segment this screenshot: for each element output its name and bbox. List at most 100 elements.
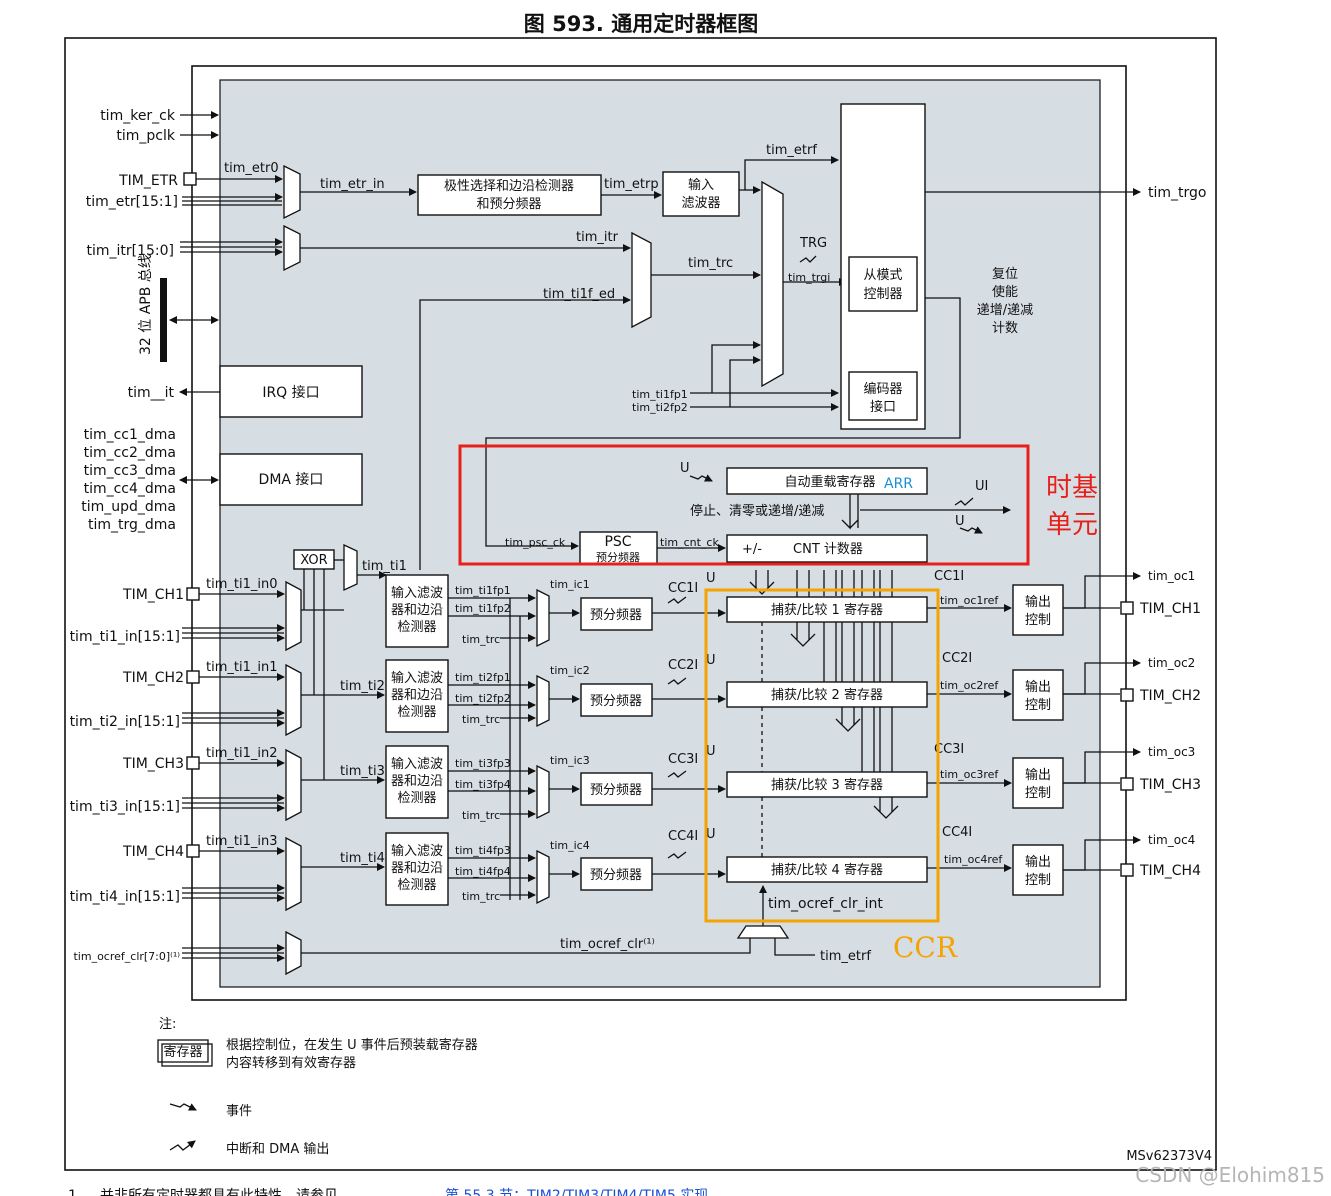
svg-text:TIM_CH2: TIM_CH2 (1139, 688, 1201, 704)
svg-text:捕获/比较 3 寄存器: 捕获/比较 3 寄存器 (771, 777, 883, 793)
svg-text:tim_ti3: tim_ti3 (340, 764, 385, 779)
slave-mode-label-1: 从模式 (863, 268, 902, 283)
timer-core-area (219, 79, 1101, 988)
slave-output-reset: 复位 (992, 267, 1018, 282)
encoder-label-1: 编码器 (863, 382, 902, 397)
svg-text:tim_trc: tim_trc (462, 890, 500, 903)
tim-itr-signal: tim_itr (576, 230, 619, 245)
stop-clear-label: 停止、清零或递增/递减 (690, 503, 824, 519)
svg-text:器和边沿: 器和边沿 (391, 688, 443, 703)
svg-text:tim_ti1_in1: tim_ti1_in1 (206, 660, 277, 675)
dma-signal-2: tim_cc2_dma (84, 445, 176, 461)
ch1-bus-label: tim_ti1_in[15:1] (70, 629, 180, 645)
psc-prescaler-block (579, 531, 658, 565)
svg-text:CC1I: CC1I (668, 581, 698, 596)
input-filter-label-1: 输入 (688, 177, 714, 193)
svg-text:tim_oc3: tim_oc3 (1148, 745, 1195, 759)
svg-text:输入滤波: 输入滤波 (391, 756, 443, 772)
input-channel-2: TIM_CH2 tim_ti1_in1 tim_ti2_in[15:1] tim… (70, 651, 1201, 737)
svg-text:tim_ti2fp2: tim_ti2fp2 (455, 692, 511, 705)
tim-ti1f-ed-label: tim_ti1f_ed (543, 287, 615, 302)
figure-title: 图 593. 通用定时器框图 (524, 12, 758, 36)
svg-text:器和边沿: 器和边沿 (391, 861, 443, 876)
apb-bus-bar (160, 278, 167, 362)
trg-interrupt-icon (799, 255, 817, 263)
legend-note: 注: (159, 1017, 176, 1032)
input-filter-label-2: 滤波器 (681, 196, 720, 211)
footnote-link[interactable]: 第 55.3 节：TIM2/TIM3/TIM4/TIM5 实现 (445, 1187, 708, 1196)
timebase-highlight (458, 444, 1030, 566)
tim-cnt-ck-label: tim_cnt_ck (660, 536, 719, 549)
irq-interface-block (219, 365, 363, 418)
ccr-highlight (704, 588, 940, 923)
tim-it-label: tim__it (128, 385, 175, 401)
svg-text:CC1I: CC1I (934, 569, 964, 584)
tim-trgo-label: tim_trgo (1148, 185, 1206, 201)
tim-ker-ck-label: tim_ker_ck (100, 108, 176, 124)
footnote-number: 1. (68, 1188, 81, 1196)
encoder-interface-block (848, 371, 918, 421)
dma-interface-block (219, 453, 363, 506)
ccr-annotation-label: CCR (893, 931, 958, 964)
arr-u-label: U (680, 461, 690, 476)
svg-text:tim_oc1: tim_oc1 (1148, 569, 1195, 583)
cnt-counter-label: CNT 计数器 (793, 542, 863, 557)
svg-text:tim_oc4: tim_oc4 (1148, 833, 1195, 847)
ocref-clr-input-label: tim_ocref_clr[7:0]⁽¹⁾ (73, 950, 180, 963)
ch1-prescaler-block (580, 597, 653, 631)
svg-text:捕获/比较 4 寄存器: 捕获/比较 4 寄存器 (771, 862, 883, 878)
legend-register-desc-1: 根据控制位，在发生 U 事件后预装载寄存器 (226, 1037, 478, 1053)
dma-signal-6: tim_trg_dma (88, 517, 176, 533)
svg-text:tim_ic3: tim_ic3 (550, 754, 590, 767)
svg-text:tim_ic4: tim_ic4 (550, 839, 590, 852)
svg-text:预分频器: 预分频器 (590, 868, 642, 883)
polarity-edge-block (417, 174, 602, 216)
enc-ti1fp1-label: tim_ti1fp1 (632, 388, 688, 401)
ti1-xor-mux (343, 543, 358, 592)
input-channel-4: TIM_CH4 tim_ti1_in3 tim_ti4_in[15:1] tim… (70, 825, 1201, 912)
svg-text:tim_ti1fp1: tim_ti1fp1 (455, 584, 511, 597)
svg-text:控制: 控制 (1025, 613, 1051, 628)
polarity-edge-label-1: 极性选择和边沿检测器 (444, 179, 574, 194)
svg-text:控制: 控制 (1025, 698, 1051, 713)
cnt-event-icon (959, 526, 983, 534)
xor-label: XOR (300, 553, 327, 568)
psc-sub-label: 预分频器 (596, 550, 640, 564)
svg-text:器和边沿: 器和边沿 (391, 774, 443, 789)
tim-pclk-label: tim_pclk (116, 128, 175, 144)
tim-ocref-clr-int-label: tim_ocref_clr_int (768, 896, 883, 912)
svg-text:TIM_CH3: TIM_CH3 (1139, 777, 1201, 793)
cnt-u-label: U (955, 514, 965, 529)
apb-bus-label: 32 位 APB 总线 (138, 254, 154, 355)
svg-text:tim_ti4fp4: tim_ti4fp4 (455, 865, 511, 878)
footnote-text: 并非所有定时器都具有此特性，请参见 (100, 1187, 338, 1196)
svg-text:tim_oc2: tim_oc2 (1148, 656, 1195, 670)
tim-trc-label: tim_trc (688, 256, 733, 271)
arr-register-label: 自动重载寄存器 (784, 474, 875, 490)
svg-text:tim_ti3fp3: tim_ti3fp3 (455, 757, 511, 770)
svg-text:tim_trc: tim_trc (462, 809, 500, 822)
svg-text:tim_ti1_in3: tim_ti1_in3 (206, 834, 277, 849)
svg-text:CC2I: CC2I (668, 658, 698, 673)
svg-text:捕获/比较 2 寄存器: 捕获/比较 2 寄存器 (771, 687, 883, 703)
svg-text:tim_ti3fp4: tim_ti3fp4 (455, 778, 511, 791)
tim-etrf-bottom-label: tim_etrf (820, 949, 871, 964)
dma-interface-label: DMA 接口 (259, 471, 324, 488)
svg-text:U: U (706, 653, 716, 668)
dma-signal-3: tim_cc3_dma (84, 463, 176, 479)
svg-text:tim_oc1ref: tim_oc1ref (940, 594, 999, 607)
svg-text:控制: 控制 (1025, 786, 1051, 801)
ccr1-block (726, 596, 928, 623)
svg-text:输入滤波: 输入滤波 (391, 843, 443, 859)
dma-signal-1: tim_cc1_dma (84, 427, 176, 443)
svg-text:检测器: 检测器 (397, 620, 436, 635)
svg-text:输入滤波: 输入滤波 (391, 585, 443, 601)
ch1-pin-label: TIM_CH1 (122, 587, 184, 603)
slave-output-count: 计数 (992, 321, 1018, 336)
svg-text:预分频器: 预分频器 (590, 608, 642, 623)
svg-text:输出: 输出 (1025, 594, 1051, 610)
encoder-label-2: 接口 (870, 399, 896, 415)
outer-frame (64, 37, 1217, 1171)
tim-etr-pin (183, 172, 197, 186)
